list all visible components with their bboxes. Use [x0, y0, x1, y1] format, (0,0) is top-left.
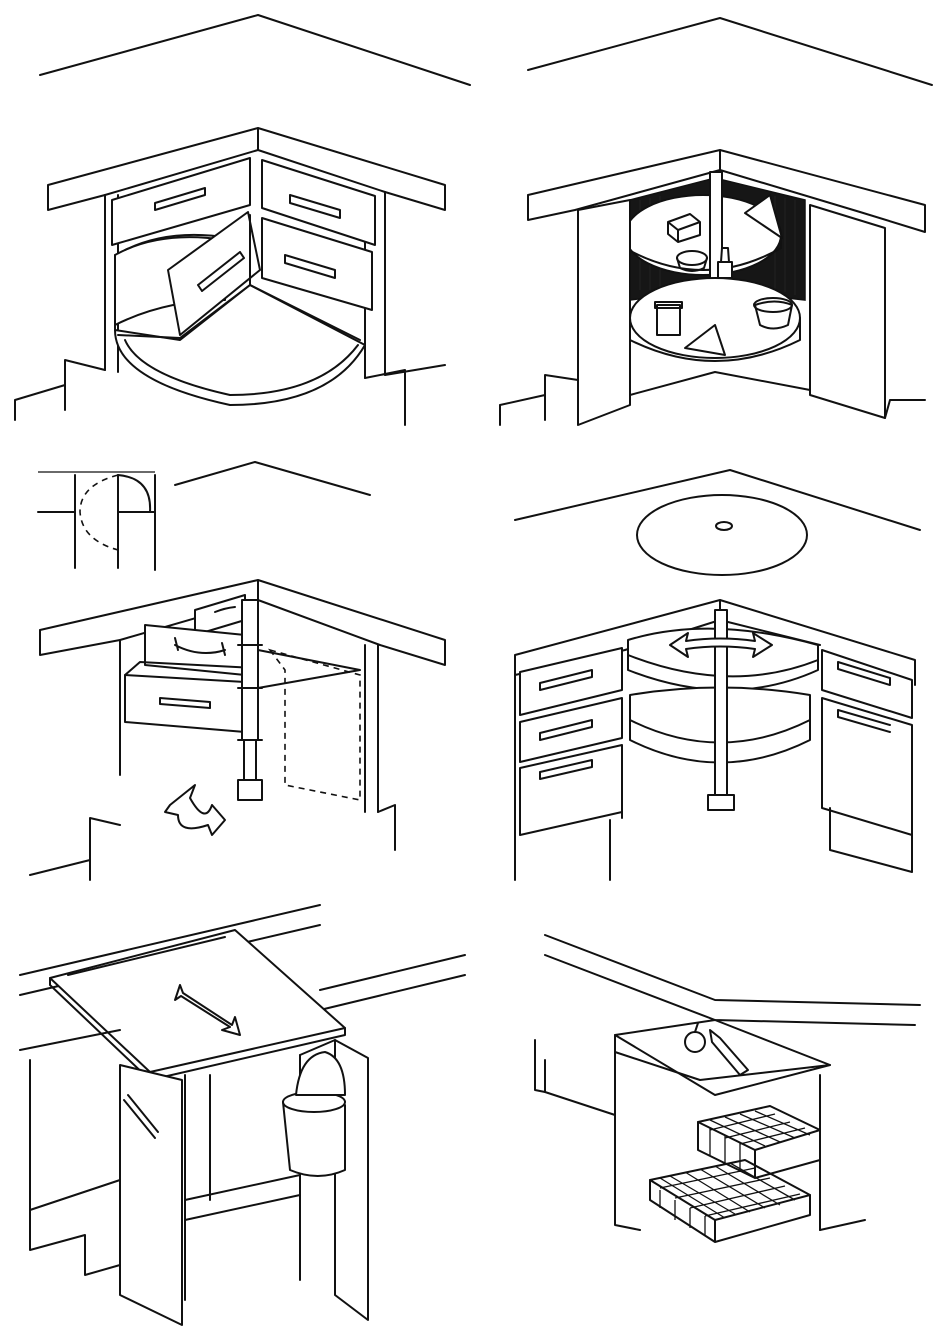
- pivot-drawer-3: [125, 675, 245, 732]
- bin-lid: [296, 1052, 345, 1095]
- countertop: [40, 580, 445, 665]
- drawer-right-top: [262, 160, 375, 245]
- panel-lazy-susan: [470, 0, 940, 440]
- wall-corner: [528, 18, 932, 85]
- plinth: [15, 360, 445, 425]
- wall-corner: [40, 15, 470, 85]
- wire-basket-upper: [698, 1106, 820, 1178]
- pull-out-worktop: [50, 930, 345, 1072]
- bowl-small: [677, 251, 707, 265]
- rotate-arrow-icon: [670, 633, 772, 657]
- drawer-dashed-outline: [270, 650, 360, 800]
- plan-view-inset: [38, 472, 155, 570]
- plinth: [500, 372, 925, 425]
- swing-arrow-icon: [165, 785, 225, 835]
- wire-basket-lower: [650, 1160, 810, 1242]
- quarter-round-tray: [115, 285, 365, 405]
- counter-disc: [637, 495, 807, 575]
- plinth: [30, 805, 395, 880]
- countertop: [528, 150, 925, 232]
- panel-pivot-drawers: [0, 440, 470, 880]
- handle-left-top: [155, 188, 205, 210]
- panel-swing-out-corner-drawers: [0, 0, 470, 440]
- cabinet-top: [615, 1020, 830, 1095]
- bowl-large: [755, 302, 792, 329]
- panel-pull-out-worktop: [0, 880, 470, 1332]
- panel-wire-baskets: [470, 880, 940, 1332]
- plinth: [830, 808, 912, 872]
- door-left: [120, 1065, 182, 1325]
- knife: [710, 1030, 748, 1075]
- plinth: [545, 1092, 865, 1230]
- double-headed-arrow-icon: [175, 985, 240, 1035]
- jar: [655, 302, 682, 335]
- pivot-drawer-1: [195, 595, 245, 635]
- apple: [685, 1032, 705, 1052]
- shelf-cutout: [745, 195, 782, 238]
- drawer-left-2: [520, 698, 622, 762]
- countertop: [48, 128, 445, 210]
- pivot-pole: [242, 600, 258, 740]
- panel-carousel: [470, 440, 940, 880]
- plinth: [30, 1210, 120, 1275]
- drawer-right-1: [822, 650, 912, 718]
- door-right: [810, 205, 885, 418]
- door-left: [578, 200, 630, 425]
- cheese-block: [668, 214, 700, 242]
